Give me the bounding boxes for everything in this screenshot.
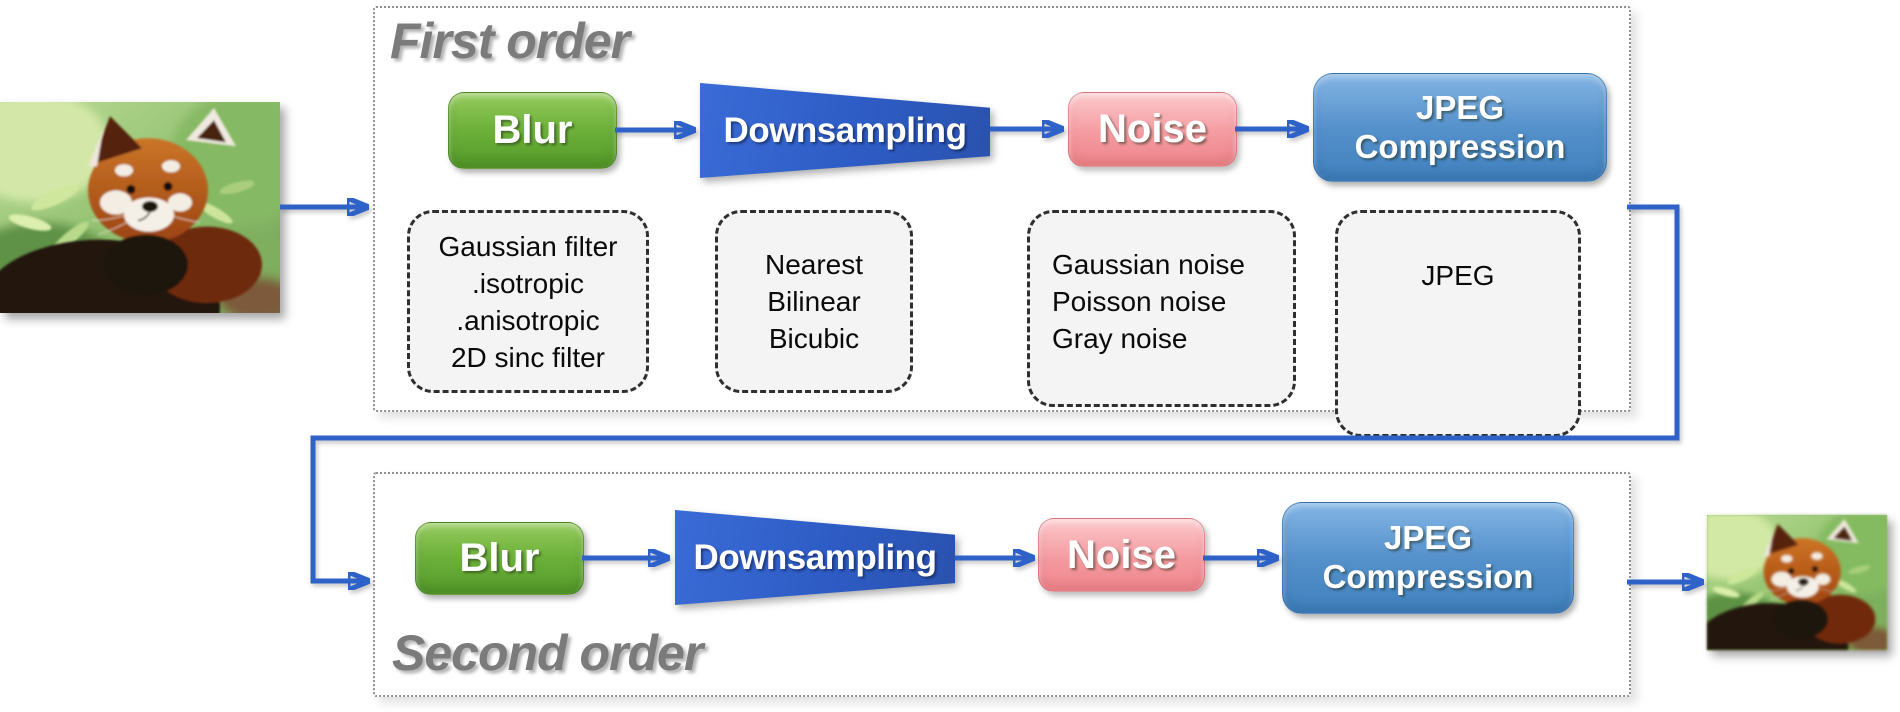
option-line: Poisson noise — [1052, 286, 1227, 317]
downsampling-trapezoid-second-order: Downsampling — [675, 510, 955, 605]
noise-box-second-order: Noise — [1038, 518, 1205, 592]
downsampling-trapezoid-first-order: Downsampling — [700, 83, 990, 178]
option-line: Gaussian filter — [438, 230, 618, 262]
option-line: Gaussian noise — [1052, 249, 1246, 280]
option-line: JPEG — [1421, 260, 1495, 291]
first-order-title: First order — [390, 13, 630, 69]
blur-label: Blur — [492, 108, 573, 152]
option-line: Bilinear — [767, 286, 861, 317]
input-image — [0, 102, 280, 313]
option-line: Nearest — [764, 249, 864, 280]
option-line: Bicubic — [768, 323, 860, 354]
downsampling-options-box: Nearest Bilinear Bicubic — [715, 210, 913, 393]
jpeg-options-box: JPEG — [1335, 210, 1581, 437]
jpeg-compression-box-first-order: JPEG Compression — [1313, 73, 1607, 182]
option-line: .isotropic — [471, 267, 585, 299]
downsampling-label: Downsampling — [693, 537, 937, 577]
output-image — [1707, 515, 1887, 650]
downsampling-label: Downsampling — [723, 110, 967, 150]
blur-box-first-order: Blur — [448, 92, 617, 169]
option-line: .anisotropic — [456, 304, 600, 336]
noise-label: Noise — [1098, 107, 1207, 151]
jpeg-compression-label: JPEG Compression — [1322, 519, 1534, 595]
jpeg-compression-label: JPEG Compression — [1354, 88, 1566, 165]
blur-options-box: Gaussian filter .isotropic .anisotropic … — [407, 210, 649, 393]
noise-box-first-order: Noise — [1068, 92, 1237, 167]
jpeg-compression-box-second-order: JPEG Compression — [1282, 502, 1574, 614]
noise-label: Noise — [1067, 532, 1176, 577]
second-order-title: Second order — [392, 625, 703, 681]
noise-options-box: Gaussian noise Poisson noise Gray noise — [1027, 210, 1296, 407]
blur-box-second-order: Blur — [415, 522, 584, 595]
option-line: 2D sinc filter — [450, 341, 606, 373]
option-line: Gray noise — [1052, 323, 1188, 354]
blur-label: Blur — [459, 536, 540, 580]
